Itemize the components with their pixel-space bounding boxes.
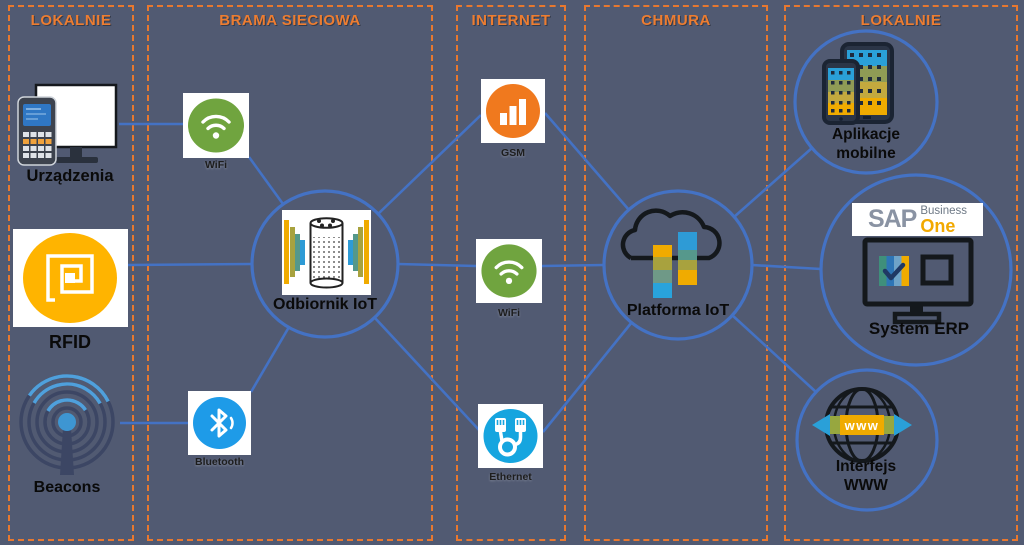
bluetooth-node bbox=[188, 391, 251, 455]
window-tile bbox=[920, 254, 954, 286]
beacons-node bbox=[10, 366, 124, 478]
erp-node bbox=[858, 235, 978, 327]
platforma-node bbox=[615, 190, 745, 335]
column-lokalnie-right: LOKALNIE bbox=[784, 5, 1018, 541]
device-terminal-icon bbox=[17, 83, 118, 166]
urzadzenia-label: Urządzenia bbox=[26, 167, 114, 185]
wifi-internet-node bbox=[476, 239, 542, 303]
gsm-node bbox=[481, 79, 545, 143]
smart-speaker-icon bbox=[284, 217, 369, 289]
column-lokalnie-left: LOKALNIE bbox=[8, 5, 134, 541]
www-label-line1: Interfejs bbox=[835, 458, 897, 475]
rfid-tag-icon bbox=[23, 233, 117, 323]
node-circle-platforma bbox=[602, 189, 754, 341]
column-header-chmura: CHMURA bbox=[641, 12, 711, 29]
column-chmura: CHMURA bbox=[584, 5, 768, 541]
connector-wifi-odbiornik bbox=[247, 156, 285, 205]
mobile-devices-icon bbox=[822, 42, 894, 125]
connector-platforma-aplikacje bbox=[733, 147, 813, 218]
rfid-label: RFID bbox=[49, 332, 91, 352]
connector-wifi-platforma bbox=[541, 263, 605, 268]
connector-odbiornik-ethernet bbox=[374, 317, 480, 431]
platforma-label: Platforma IoT bbox=[626, 302, 730, 319]
rfid-node bbox=[13, 229, 128, 327]
cloud-platform-icon bbox=[620, 208, 722, 298]
erp-label: System ERP bbox=[868, 319, 970, 338]
data-bar-right bbox=[678, 232, 697, 285]
sound-wave-right bbox=[348, 220, 369, 284]
column-header-lokalnie-left: LOKALNIE bbox=[30, 12, 112, 29]
connector-ethernet-platforma bbox=[541, 321, 634, 433]
www-banner: www bbox=[812, 414, 912, 436]
www-node: www bbox=[810, 383, 914, 473]
gsm-label: GSM bbox=[501, 147, 525, 159]
column-header-brama-sieciowa: BRAMA SIECIOWA bbox=[219, 12, 361, 29]
sap-one-text: One bbox=[920, 215, 956, 236]
connector-bluetooth-odbiornik bbox=[249, 326, 291, 393]
column-header-lokalnie-right: LOKALNIE bbox=[860, 12, 942, 29]
column-internet: INTERNET bbox=[456, 5, 566, 541]
erp-monitor-icon bbox=[862, 237, 974, 325]
odbiornik-node bbox=[282, 210, 371, 295]
connector-odbiornik-wifi bbox=[397, 262, 477, 268]
ethernet-cable-icon bbox=[483, 409, 538, 463]
sap-business-text: Business bbox=[920, 204, 968, 217]
connector-platforma-www bbox=[731, 314, 817, 393]
column-brama-sieciowa: BRAMA SIECIOWA bbox=[147, 5, 433, 541]
aplikacje-label-line2: mobilne bbox=[836, 145, 896, 162]
ethernet-node bbox=[478, 404, 543, 468]
sap-business-one-logo: SAP Business One bbox=[852, 203, 983, 236]
odbiornik-label: Odbiornik IoT bbox=[273, 296, 377, 313]
beacon-signal-icon bbox=[19, 374, 115, 475]
sound-wave-left bbox=[284, 220, 305, 284]
wifi-gateway-label: WiFi bbox=[204, 159, 228, 171]
node-circle-www bbox=[795, 368, 939, 512]
node-circle-odbiornik bbox=[250, 189, 400, 339]
wifi-gateway-node bbox=[183, 93, 249, 158]
globe-www-icon: www bbox=[812, 387, 912, 463]
beacons-label: Beacons bbox=[33, 479, 101, 496]
node-circle-erp bbox=[819, 173, 1013, 367]
column-header-internet: INTERNET bbox=[471, 12, 551, 29]
bluetooth-icon bbox=[193, 397, 246, 449]
aplikacje-label: Aplikacje mobilne bbox=[803, 125, 929, 163]
connector-rfid-odbiornik bbox=[127, 262, 253, 267]
bluetooth-label: Bluetooth bbox=[195, 456, 244, 468]
wifi-icon bbox=[188, 98, 244, 153]
check-app-tile bbox=[879, 256, 909, 286]
signal-bars-icon bbox=[486, 84, 540, 138]
node-circle-aplikacje bbox=[793, 29, 939, 175]
www-label-line2: WWW bbox=[844, 477, 888, 494]
cloud-outline bbox=[620, 208, 722, 261]
ethernet-label: Ethernet bbox=[489, 471, 532, 483]
data-bar-left bbox=[653, 245, 672, 298]
connector-platforma-erp bbox=[751, 263, 822, 271]
aplikacje-node bbox=[820, 36, 896, 128]
www-label: Interfejs WWW bbox=[802, 457, 930, 495]
www-banner-text: www bbox=[844, 418, 880, 433]
sap-logo-text: SAP bbox=[867, 205, 917, 233]
wifi-internet-label: WiFi bbox=[497, 307, 521, 319]
connector-gsm-platforma bbox=[544, 112, 630, 211]
connector-odbiornik-gsm bbox=[377, 114, 482, 215]
aplikacje-label-line1: Aplikacje bbox=[831, 126, 901, 143]
wifi-icon bbox=[481, 244, 537, 298]
urzadzenia-node bbox=[16, 80, 120, 168]
